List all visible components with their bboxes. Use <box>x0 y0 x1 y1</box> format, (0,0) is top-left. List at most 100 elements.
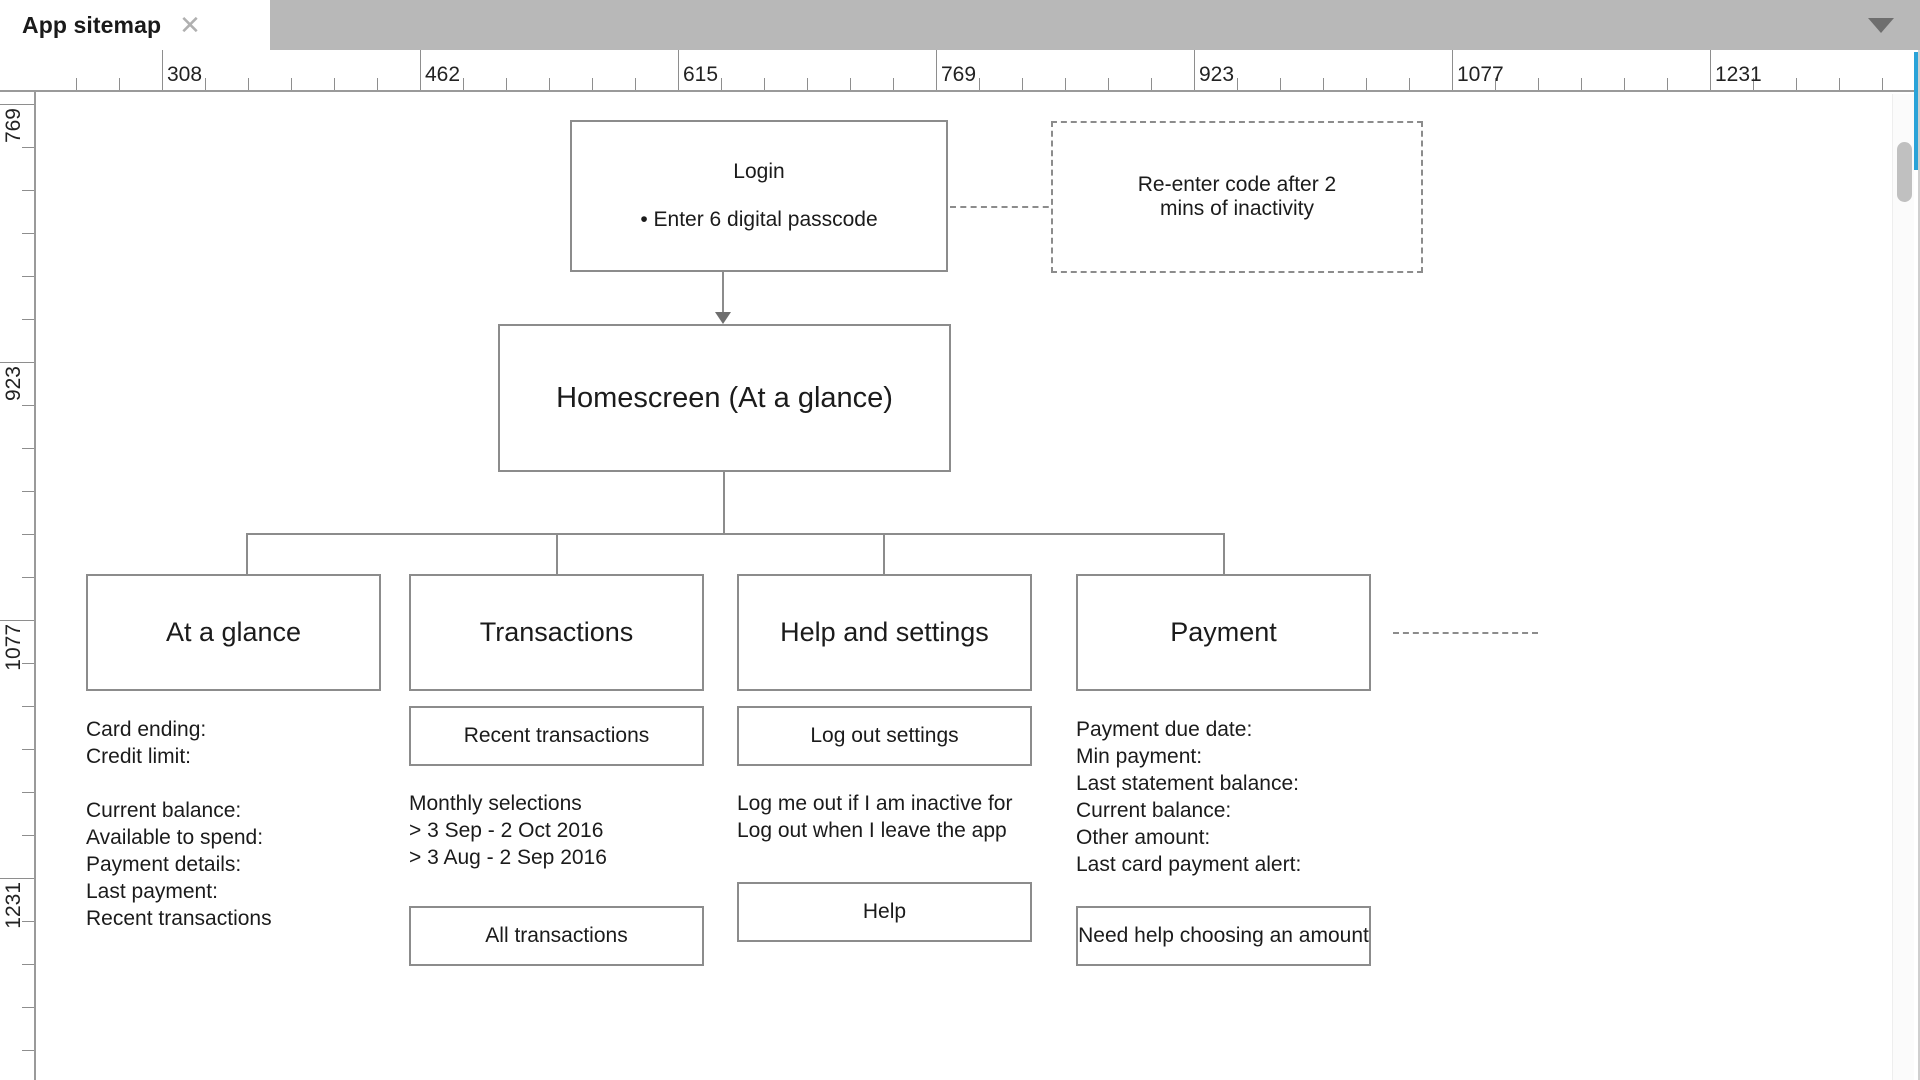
ruler-tick <box>22 276 34 277</box>
ruler-tick <box>1022 78 1023 90</box>
ruler-tick <box>22 663 34 664</box>
chevron-down-icon[interactable] <box>1868 18 1894 33</box>
tree-drop-4 <box>1223 533 1225 576</box>
ruler-tick <box>1796 78 1797 90</box>
node-payment[interactable]: Payment <box>1076 574 1371 691</box>
node-need-help-choosing-amount[interactable]: Need help choosing an amount <box>1076 906 1371 966</box>
node-homescreen[interactable]: Homescreen (At a glance) <box>498 324 951 472</box>
ruler-tick <box>721 78 722 90</box>
ruler-tick <box>979 78 980 90</box>
node-at-a-glance-title: At a glance <box>165 617 302 647</box>
tab-app-sitemap[interactable]: App sitemap ✕ <box>0 0 270 50</box>
ruler-tick <box>592 78 593 90</box>
node-help-label: Help <box>862 900 907 923</box>
ruler-tick <box>1409 78 1410 90</box>
ruler-label: 462 <box>425 63 461 86</box>
ruler-tick <box>764 78 765 90</box>
ruler-tick <box>1065 78 1066 90</box>
tree-drop-2 <box>556 533 558 576</box>
ruler-label: 1077 <box>2 624 25 671</box>
details-help-and-settings: Log me out if I am inactive for Log out … <box>737 792 1013 842</box>
ruler-tick <box>1323 78 1324 90</box>
node-login-bullet: • Enter 6 digital passcode <box>640 208 878 231</box>
ruler-tick <box>1581 78 1582 90</box>
node-inactivity-note[interactable]: Re-enter code after 2 mins of inactivity <box>1051 121 1423 273</box>
ruler-tick <box>22 319 34 320</box>
ruler-tick <box>22 577 34 578</box>
ruler-tick <box>22 405 34 406</box>
ruler-tick <box>205 78 206 90</box>
ruler-tick <box>22 835 34 836</box>
ruler-label: 769 <box>941 63 977 86</box>
ruler-label: 1231 <box>1715 63 1762 86</box>
ruler-tick <box>1624 78 1625 90</box>
ruler-tick <box>1108 78 1109 90</box>
ruler-major-tick <box>0 620 34 621</box>
node-recent-transactions-label: Recent transactions <box>463 724 650 747</box>
ruler-tick <box>22 233 34 234</box>
ruler-tick <box>22 706 34 707</box>
node-transactions-title: Transactions <box>479 617 634 647</box>
node-help-and-settings[interactable]: Help and settings <box>737 574 1032 691</box>
ruler-tick <box>1667 78 1668 90</box>
scrollbar-thumb[interactable] <box>1897 142 1912 202</box>
node-transactions[interactable]: Transactions <box>409 574 704 691</box>
ruler-major-tick <box>162 50 163 90</box>
ruler-tick <box>893 78 894 90</box>
ruler-label: 923 <box>2 366 25 402</box>
node-homescreen-title: Homescreen (At a glance) <box>556 381 893 414</box>
ruler-tick <box>1882 78 1883 90</box>
node-help-and-settings-title: Help and settings <box>780 617 989 647</box>
tab-title: App sitemap <box>22 11 162 38</box>
ruler-tick <box>1280 78 1281 90</box>
node-at-a-glance[interactable]: At a glance <box>86 574 381 691</box>
ruler-tick <box>1538 78 1539 90</box>
ruler-tick <box>850 78 851 90</box>
ruler-tick <box>22 792 34 793</box>
vertical-ruler[interactable]: 769 923 1077 1231 <box>0 92 36 1080</box>
tree-drop-1 <box>246 533 248 576</box>
connector-payment-right <box>1393 632 1538 634</box>
close-icon[interactable]: ✕ <box>179 10 201 40</box>
node-log-out-settings-label: Log out settings <box>810 724 959 747</box>
tree-trunk <box>723 472 725 534</box>
ruler-tick <box>248 78 249 90</box>
ruler-tick <box>22 534 34 535</box>
connector-login-to-note <box>950 206 1090 208</box>
ruler-label: 1231 <box>2 882 25 929</box>
ruler-tick <box>1151 78 1152 90</box>
ruler-tick <box>22 1007 34 1008</box>
ruler-label: 615 <box>683 63 719 86</box>
ruler-label: 769 <box>2 108 25 144</box>
ruler-tick <box>22 448 34 449</box>
accent-strip <box>1914 52 1920 170</box>
ruler-tick <box>1495 78 1496 90</box>
node-login-title: Login <box>733 160 785 183</box>
ruler-tick <box>119 78 120 90</box>
ruler-major-tick <box>678 50 679 90</box>
ruler-tick <box>22 749 34 750</box>
ruler-label: 308 <box>167 63 203 86</box>
note-line-2: mins of inactivity <box>1159 197 1315 220</box>
ruler-tick <box>549 78 550 90</box>
tree-crossbar <box>246 533 1224 535</box>
ruler-tick <box>291 78 292 90</box>
node-recent-transactions[interactable]: Recent transactions <box>409 706 704 766</box>
node-log-out-settings[interactable]: Log out settings <box>737 706 1032 766</box>
ruler-tick <box>1366 78 1367 90</box>
node-all-transactions[interactable]: All transactions <box>409 906 704 966</box>
connector-login-homescreen <box>722 272 724 314</box>
ruler-tick <box>22 190 34 191</box>
diagram-canvas[interactable]: Login • Enter 6 digital passcode Re-ente… <box>38 94 1883 1080</box>
node-help[interactable]: Help <box>737 882 1032 942</box>
details-payment: Payment due date: Min payment: Last stat… <box>1076 718 1302 876</box>
vertical-scrollbar[interactable] <box>1892 94 1914 1080</box>
ruler-tick <box>463 78 464 90</box>
ruler-tick <box>506 78 507 90</box>
ruler-tick <box>22 491 34 492</box>
tree-drop-3 <box>883 533 885 576</box>
ruler-tick <box>334 78 335 90</box>
node-login[interactable]: Login • Enter 6 digital passcode <box>570 120 948 272</box>
